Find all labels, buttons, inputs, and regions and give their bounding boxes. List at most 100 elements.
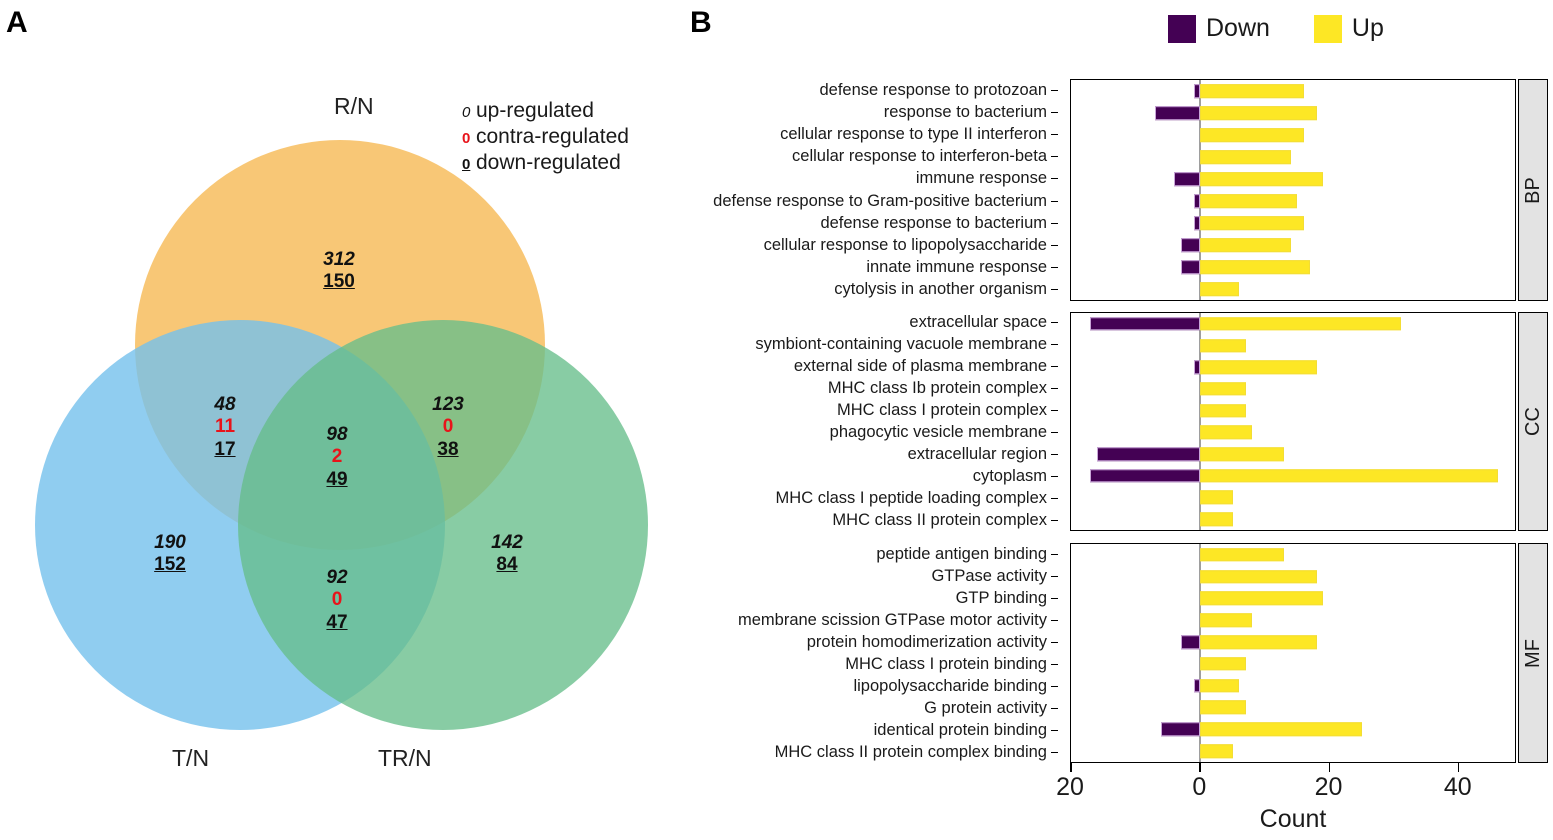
axis-tick-dash	[1051, 200, 1058, 202]
facet-cc-bars	[1071, 313, 1515, 530]
bar-row	[1071, 740, 1515, 762]
venn-label-tn: T/N	[172, 745, 210, 771]
venn-circle-trn	[238, 320, 648, 730]
bar-row	[1071, 443, 1515, 465]
bar-row	[1071, 653, 1515, 675]
axis-tick-dash	[1051, 366, 1058, 368]
venn-legend-key-contra: 0	[462, 130, 471, 148]
legend-item-down: Down	[1168, 14, 1270, 43]
category-label: extracellular space	[909, 313, 1047, 332]
category-label: identical protein binding	[873, 720, 1047, 739]
bar-up	[1200, 238, 1291, 252]
category-label: lipopolysaccharide binding	[853, 676, 1047, 695]
category-label: extracellular region	[907, 444, 1047, 463]
axis-tick-dash	[1051, 575, 1058, 577]
legend-label-down: Down	[1206, 14, 1270, 42]
category-label-row: innate immune response	[690, 257, 1066, 279]
category-label: membrane scission GTPase motor activity	[737, 610, 1047, 629]
x-tick-mark	[1070, 763, 1072, 772]
axis-tick-dash	[1051, 222, 1058, 224]
venn-count-down: 150	[323, 271, 355, 293]
x-tick-label: 40	[1443, 773, 1472, 801]
bar-up	[1200, 613, 1252, 628]
venn-count-down: 17	[214, 438, 236, 460]
venn-count-up: 92	[326, 567, 348, 588]
bar-up	[1200, 548, 1285, 562]
axis-tick-dash	[1051, 729, 1058, 731]
bar-up	[1200, 216, 1304, 230]
category-label: MHC class I protein complex	[837, 401, 1047, 420]
venn-region-tn-trn: 92 0 47	[277, 567, 397, 634]
zero-reference-line	[1199, 313, 1202, 530]
bar-down	[1155, 106, 1201, 120]
category-label-row: external side of plasma membrane	[690, 356, 1066, 378]
facet-strip-label-cc: CC	[1521, 407, 1544, 436]
category-label-row: cytolysis in another organism	[690, 279, 1066, 301]
category-label-row: cellular response to interferon-beta	[690, 146, 1066, 168]
category-label: response to bacterium	[883, 102, 1047, 121]
bar-up	[1200, 635, 1317, 649]
zero-reference-line	[1199, 544, 1202, 762]
venn-count-up: 98	[326, 424, 348, 445]
bar-row	[1071, 124, 1515, 146]
axis-tick-dash	[1051, 245, 1058, 247]
axis-tick-dash	[1051, 410, 1058, 412]
legend-label-up: Up	[1351, 14, 1384, 42]
bar-up	[1200, 744, 1233, 758]
bar-down	[1193, 216, 1201, 230]
bar-up	[1200, 490, 1233, 505]
axis-tick-dash	[1051, 475, 1058, 477]
category-label: defense response to Gram-positive bacter…	[713, 191, 1047, 210]
bar-row	[1071, 278, 1515, 300]
facet-mf-plot-area	[1070, 543, 1516, 763]
axis-tick-dash	[1051, 553, 1058, 555]
category-label-row: defense response to protozoan	[690, 79, 1066, 101]
bar-up	[1200, 128, 1304, 142]
bar-up	[1200, 569, 1317, 584]
bar-row	[1071, 566, 1515, 588]
facet-strip-cc: CC	[1518, 312, 1548, 531]
category-label-row: MHC class I protein complex	[690, 400, 1066, 422]
bar-up	[1200, 317, 1401, 331]
bar-down	[1090, 317, 1201, 331]
bar-row	[1071, 609, 1515, 631]
category-label: immune response	[915, 169, 1047, 188]
x-tick-mark	[1199, 763, 1201, 772]
bar-row	[1071, 465, 1515, 487]
axis-tick-dash	[1051, 134, 1058, 135]
venn-count-down: 38	[437, 438, 459, 460]
bar-up	[1200, 469, 1498, 483]
panel-a-letter: A	[6, 6, 28, 39]
axis-tick-dash	[1051, 178, 1058, 180]
venn-region-rn-tn: 48 11 17	[165, 394, 285, 461]
axis-tick-dash	[1051, 707, 1058, 709]
venn-region-rn-only: 312 150	[279, 249, 399, 294]
x-tick-mark	[1457, 763, 1460, 772]
axis-tick-dash	[1051, 519, 1058, 521]
category-label: G protein activity	[924, 698, 1047, 717]
category-label: innate immune response	[866, 258, 1047, 277]
bar-row	[1071, 80, 1515, 102]
bar-row	[1071, 675, 1515, 697]
x-tick-mark	[1328, 763, 1331, 772]
bar-row	[1071, 190, 1515, 212]
panel-b-letter: B	[690, 6, 712, 39]
bar-down	[1096, 447, 1201, 461]
venn-legend-label-down: down-regulated	[476, 151, 621, 175]
category-label: cellular response to interferon-beta	[792, 147, 1047, 166]
bar-down	[1193, 194, 1201, 208]
bar-row	[1071, 697, 1515, 719]
bar-down	[1193, 678, 1201, 693]
category-label-row: lipopolysaccharide binding	[690, 675, 1066, 697]
bar-down	[1180, 238, 1201, 252]
bar-up	[1200, 403, 1246, 418]
axis-tick-dash	[1051, 663, 1058, 665]
facet-bp-bars	[1071, 80, 1515, 300]
venn-count-up: 190	[154, 532, 186, 553]
